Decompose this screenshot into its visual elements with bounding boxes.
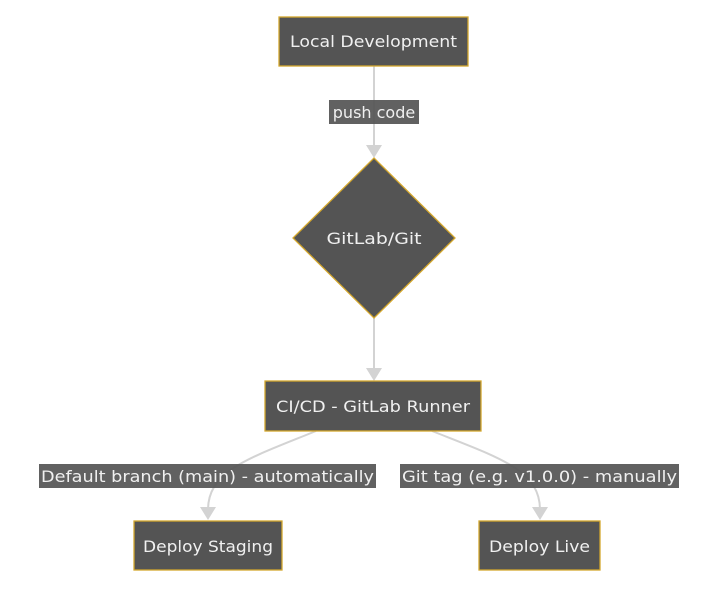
arrow-head-icon: [366, 368, 382, 381]
arrow-head-icon: [532, 507, 548, 520]
edge-label-background: [400, 464, 679, 488]
node-label: Deploy Staging: [143, 537, 273, 556]
node-local-development[interactable]: Local Development: [278, 16, 469, 67]
edge-label-text: Git tag (e.g. v1.0.0) - manually: [402, 467, 677, 486]
node-box[interactable]: [264, 380, 482, 432]
edge-label-text: push code: [333, 103, 415, 122]
edge-label-text: Default branch (main) - automatically: [41, 467, 374, 486]
node-cicd-gitlab-runner[interactable]: CI/CD - GitLab Runner: [264, 380, 482, 432]
arrow-head-icon: [200, 507, 216, 520]
edge-label-background: [39, 464, 376, 488]
node-deploy-staging[interactable]: Deploy Staging: [133, 520, 283, 571]
arrow-head-icon: [366, 145, 382, 158]
edge-label-background: [329, 100, 419, 124]
node-label: GitLab/Git: [327, 229, 422, 248]
node-label: Deploy Live: [489, 537, 590, 556]
node-label: CI/CD - GitLab Runner: [276, 397, 470, 416]
node-diamond[interactable]: [292, 157, 456, 319]
edge-label-push-code: push code: [329, 100, 419, 124]
node-gitlab-git[interactable]: GitLab/Git: [292, 157, 456, 319]
node-box[interactable]: [278, 16, 469, 67]
edge-label-git-tag: Git tag (e.g. v1.0.0) - manually: [400, 464, 679, 488]
edge-gitlab-to-cicd: [366, 318, 382, 381]
node-box[interactable]: [478, 520, 601, 571]
node-deploy-live[interactable]: Deploy Live: [478, 520, 601, 571]
edge-label-default-branch: Default branch (main) - automatically: [39, 464, 376, 488]
node-label: Local Development: [290, 32, 457, 51]
node-box[interactable]: [133, 520, 283, 571]
